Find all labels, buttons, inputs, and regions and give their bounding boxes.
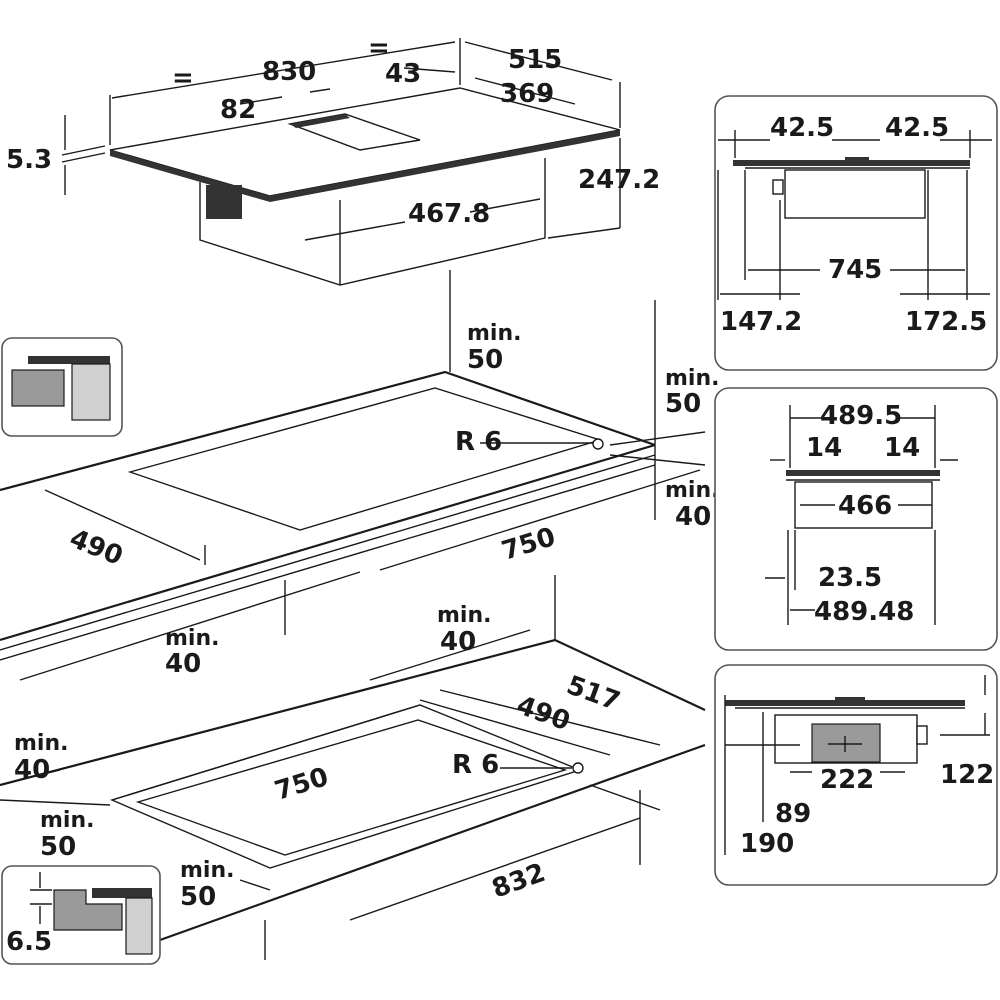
label-147-2: 147.2	[720, 307, 802, 337]
label-min-40-c: min.	[437, 603, 491, 628]
hob-perspective	[61, 38, 621, 372]
label-172-5: 172.5	[905, 307, 987, 337]
label-222: 222	[820, 765, 874, 795]
label-min-50-d-value: 50	[180, 882, 216, 912]
label-369: 369	[500, 79, 554, 109]
label-min-50-c: min.	[40, 808, 94, 833]
label-min-40-a: min.	[665, 478, 719, 503]
label-750-top: 750	[498, 522, 559, 567]
worktop-front-edge	[0, 443, 656, 642]
label-r6-bottom: R 6	[452, 750, 499, 780]
label-745: 745	[828, 255, 882, 285]
label-eq-right: =	[368, 33, 390, 63]
label-832: 832	[488, 858, 549, 905]
flush-cutout	[135, 719, 568, 856]
label-width-830: 830	[262, 57, 316, 87]
label-42-5-left: 42.5	[770, 113, 834, 143]
flush-mount-icon	[1, 865, 161, 965]
label-min-50-d: min.	[180, 858, 234, 883]
label-min-40-c-value: 40	[440, 627, 476, 657]
label-14-right: 14	[884, 433, 920, 463]
label-42-5-right: 42.5	[885, 113, 949, 143]
label-min-40-d: min.	[14, 731, 68, 756]
corner-radius-marker	[592, 438, 604, 450]
label-min-50-b-value: 50	[665, 389, 701, 419]
label-89: 89	[775, 799, 811, 829]
label-depth-515: 515	[508, 45, 562, 75]
hob-glass-side-edge	[270, 130, 620, 202]
worktop-top-edge	[0, 370, 656, 492]
flush-worktop-front-edge	[159, 743, 706, 942]
label-min-50-c-value: 50	[40, 832, 76, 862]
label-14-left: 14	[806, 433, 842, 463]
panel-front-view	[714, 95, 998, 371]
flush-corner-radius-marker	[572, 762, 584, 774]
label-height-247-2: 247.2	[578, 165, 660, 195]
panel-side-view	[714, 387, 998, 651]
label-min-40-a-value: 40	[675, 502, 711, 532]
label-82: 82	[220, 95, 256, 125]
label-489-48: 489.48	[814, 597, 914, 627]
countertop-flush	[0, 575, 706, 960]
hob-body-opening	[206, 185, 242, 219]
label-489-5: 489.5	[820, 401, 902, 431]
label-466: 466	[838, 491, 892, 521]
vent-slot-shadow	[290, 114, 350, 128]
label-min-40-b: min.	[165, 626, 219, 651]
top-mount-icon	[1, 337, 123, 437]
label-r6-top: R 6	[455, 427, 502, 457]
cutout-top	[127, 387, 603, 531]
label-min-50-b: min.	[665, 366, 719, 391]
panel-motor-view	[714, 664, 998, 886]
label-490-top: 490	[65, 524, 127, 572]
label-thickness-5-3: 5.3	[6, 145, 52, 175]
label-min-40-b-value: 40	[165, 649, 201, 679]
label-43: 43	[385, 59, 421, 89]
label-min-50-a: min.	[467, 321, 521, 346]
label-eq-left: =	[172, 63, 194, 93]
label-23-5: 23.5	[818, 563, 882, 593]
label-min-50-a-value: 50	[467, 345, 503, 375]
label-122: 122	[940, 760, 994, 790]
label-6-5: 6.5	[6, 927, 52, 957]
countertop-top	[0, 300, 706, 681]
label-190: 190	[740, 829, 794, 859]
label-467-8: 467.8	[408, 199, 490, 229]
label-min-40-d-value: 40	[14, 755, 50, 785]
